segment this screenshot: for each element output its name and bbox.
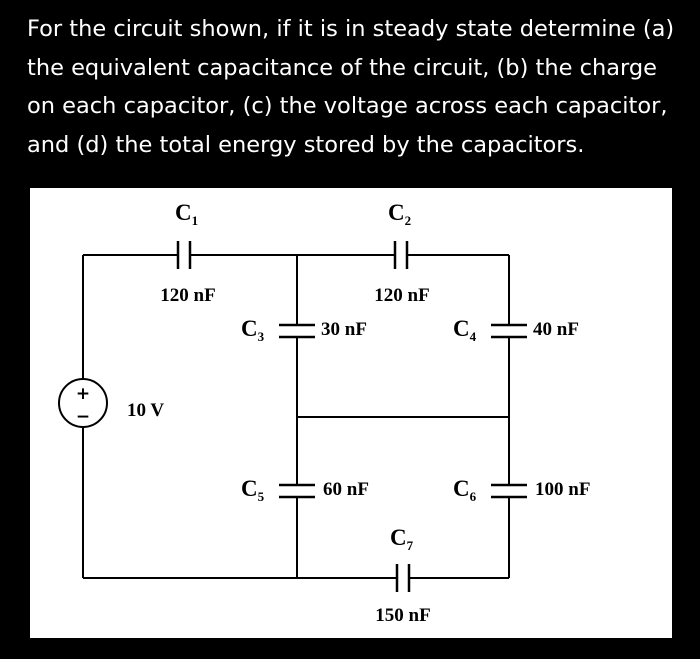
circuit-diagram-panel: + − 10 V C1 120 nF C2 120 nF C3 30 nF C4…	[30, 188, 672, 638]
c6-value: 100 nF	[535, 479, 590, 500]
c5-plates	[279, 483, 315, 499]
c1-value: 120 nF	[160, 285, 215, 306]
source-plus: +	[76, 384, 90, 404]
c7-value: 150 nF	[375, 605, 430, 626]
c4-plates	[491, 323, 527, 339]
wires	[82, 254, 510, 579]
c2-name: C2	[388, 200, 411, 228]
question-line: the equivalent capacitance of the circui…	[27, 54, 657, 81]
c5-value: 60 nF	[323, 479, 369, 500]
question-text: For the circuit shown, if it is in stead…	[27, 10, 687, 164]
c7-name: C7	[390, 525, 414, 553]
circuit-diagram: + − 10 V C1 120 nF C2 120 nF C3 30 nF C4…	[58, 200, 590, 626]
question-line: For the circuit shown, if it is in stead…	[27, 16, 675, 42]
c1-name: C1	[175, 200, 198, 228]
voltage-source-icon	[58, 378, 108, 428]
c1-plates	[176, 241, 192, 269]
c2-value: 120 nF	[374, 285, 429, 306]
c5-name: C5	[241, 476, 265, 504]
c6-plates	[491, 483, 527, 499]
c6-name: C6	[453, 476, 477, 504]
question-line: on each capacitor, (c) the voltage acros…	[27, 93, 668, 119]
c7-plates	[395, 564, 411, 592]
source-minus: −	[76, 407, 90, 427]
capacitor-plates	[176, 241, 527, 592]
source-voltage-label: 10 V	[127, 400, 164, 421]
question-line: and (d) the total energy stored by the c…	[27, 131, 585, 158]
c2-plates	[393, 241, 409, 269]
c3-name: C3	[241, 316, 265, 344]
c3-value: 30 nF	[321, 319, 367, 340]
c4-value: 40 nF	[533, 319, 579, 340]
c4-name: C4	[453, 316, 477, 344]
c3-plates	[279, 323, 315, 339]
